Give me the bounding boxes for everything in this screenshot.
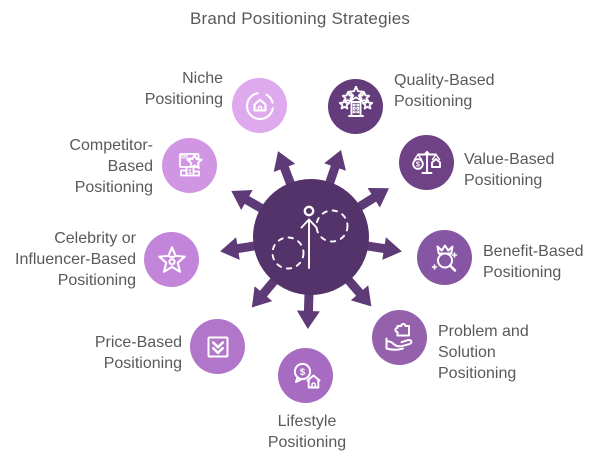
house-in-rings-icon: [245, 91, 274, 120]
node-niche: [232, 78, 287, 133]
node-label-problem: Problem and Solution Positioning: [438, 323, 529, 382]
node-value: $: [399, 135, 454, 190]
node-benefit: [417, 230, 472, 285]
node-label-niche: Niche Positioning: [144, 70, 223, 108]
svg-text:$: $: [415, 159, 420, 168]
page-title: Brand Positioning Strategies: [189, 9, 411, 28]
svg-text:$: $: [299, 367, 305, 378]
balance-scale-icon: $: [411, 150, 441, 174]
node-price: [190, 319, 245, 374]
node-competitor: 1: [162, 138, 217, 193]
node-label-price: Price-Based Positioning: [94, 334, 182, 372]
chevron-down-box-icon: [207, 336, 228, 357]
node-problem: [372, 310, 427, 365]
node-label-lifestyle: Lifestyle Positioning: [267, 413, 347, 451]
node-label-competitor: Competitor- Based Positioning: [69, 137, 153, 196]
node-label-celebrity: Celebrity or Influencer-Based Positionin…: [15, 230, 136, 289]
node-label-benefit: Benefit-Based Positioning: [483, 243, 584, 281]
building-with-stars-icon: [338, 85, 373, 117]
node-quality: [328, 79, 383, 134]
node-label-value: Value-Based Positioning: [464, 151, 555, 189]
svg-text:1: 1: [187, 167, 191, 176]
star-face-icon: [151, 239, 193, 281]
reposition-arrow-icon: [271, 205, 349, 270]
hub-circle: [253, 179, 369, 295]
podium-browser-icon: 1: [178, 152, 203, 176]
node-label-quality: Quality-Based Positioning: [394, 72, 495, 110]
arrow-to-lifestyle: [296, 280, 320, 329]
crown-magnifier-icon: [431, 244, 457, 272]
hand-puzzle-icon: [385, 322, 412, 351]
node-celebrity: [144, 232, 199, 287]
dollar-bubble-house-icon: $: [293, 362, 320, 388]
node-lifestyle: $: [278, 348, 333, 403]
